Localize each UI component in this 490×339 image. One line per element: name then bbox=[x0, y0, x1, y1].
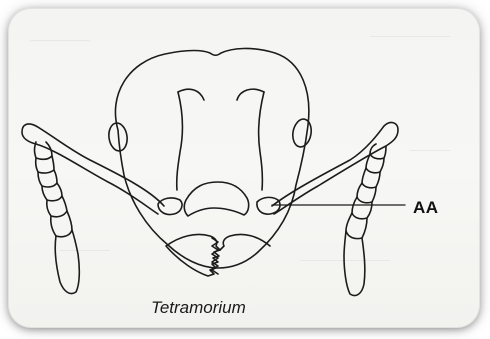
eye-right bbox=[291, 118, 314, 149]
antenna-left-funiculus bbox=[35, 142, 80, 294]
callout-label: AA bbox=[413, 198, 439, 218]
figure-card: AA Tetramorium bbox=[9, 9, 479, 327]
frontal-lobe-left bbox=[178, 89, 204, 100]
paper-texture bbox=[30, 36, 450, 261]
figure-caption: Tetramorium bbox=[151, 298, 246, 318]
antennal-socket-left bbox=[158, 198, 182, 215]
antenna-right-scape bbox=[272, 123, 398, 214]
frontal-carina-left bbox=[177, 92, 183, 190]
ant-head-illustration bbox=[9, 9, 479, 327]
antenna-left-scape bbox=[22, 124, 164, 214]
clypeus bbox=[184, 182, 248, 216]
head-capsule bbox=[115, 48, 308, 268]
frontal-lobe-right bbox=[237, 89, 264, 100]
frontal-carina-right bbox=[259, 92, 264, 190]
